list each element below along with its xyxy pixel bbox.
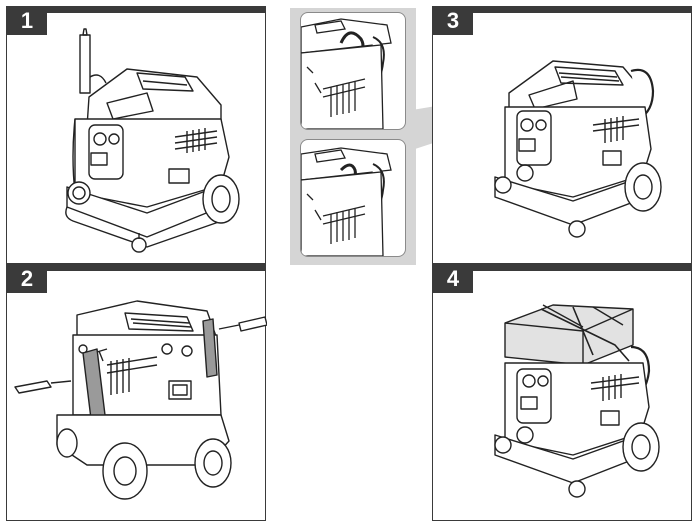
step-3-panel: 3: [432, 6, 692, 264]
detail-callout: [290, 8, 416, 265]
step-3-bar: [433, 7, 691, 13]
step-4-number: 4: [433, 265, 473, 293]
step-1-panel: 1: [6, 6, 266, 264]
step-2-bar: [7, 265, 265, 271]
step-3-illustration: [494, 60, 662, 238]
step-2-panel: 2: [6, 264, 267, 521]
step-1-number: 1: [7, 7, 47, 35]
step-2-number: 2: [7, 265, 47, 293]
step-2-illustration: [14, 300, 267, 500]
detail-inset-top: [300, 12, 406, 130]
detail-inset-bottom: [300, 139, 406, 257]
step-4-panel: 4: [432, 264, 692, 521]
step-4-bar: [433, 265, 691, 271]
step-1-bar: [7, 7, 265, 13]
step-4-illustration: [494, 304, 660, 498]
detail-inset-top-drawing: [301, 18, 392, 129]
step-3-number: 3: [433, 7, 473, 35]
detail-inset-bottom-drawing: [301, 147, 392, 256]
step-1-illustration: [65, 28, 240, 253]
